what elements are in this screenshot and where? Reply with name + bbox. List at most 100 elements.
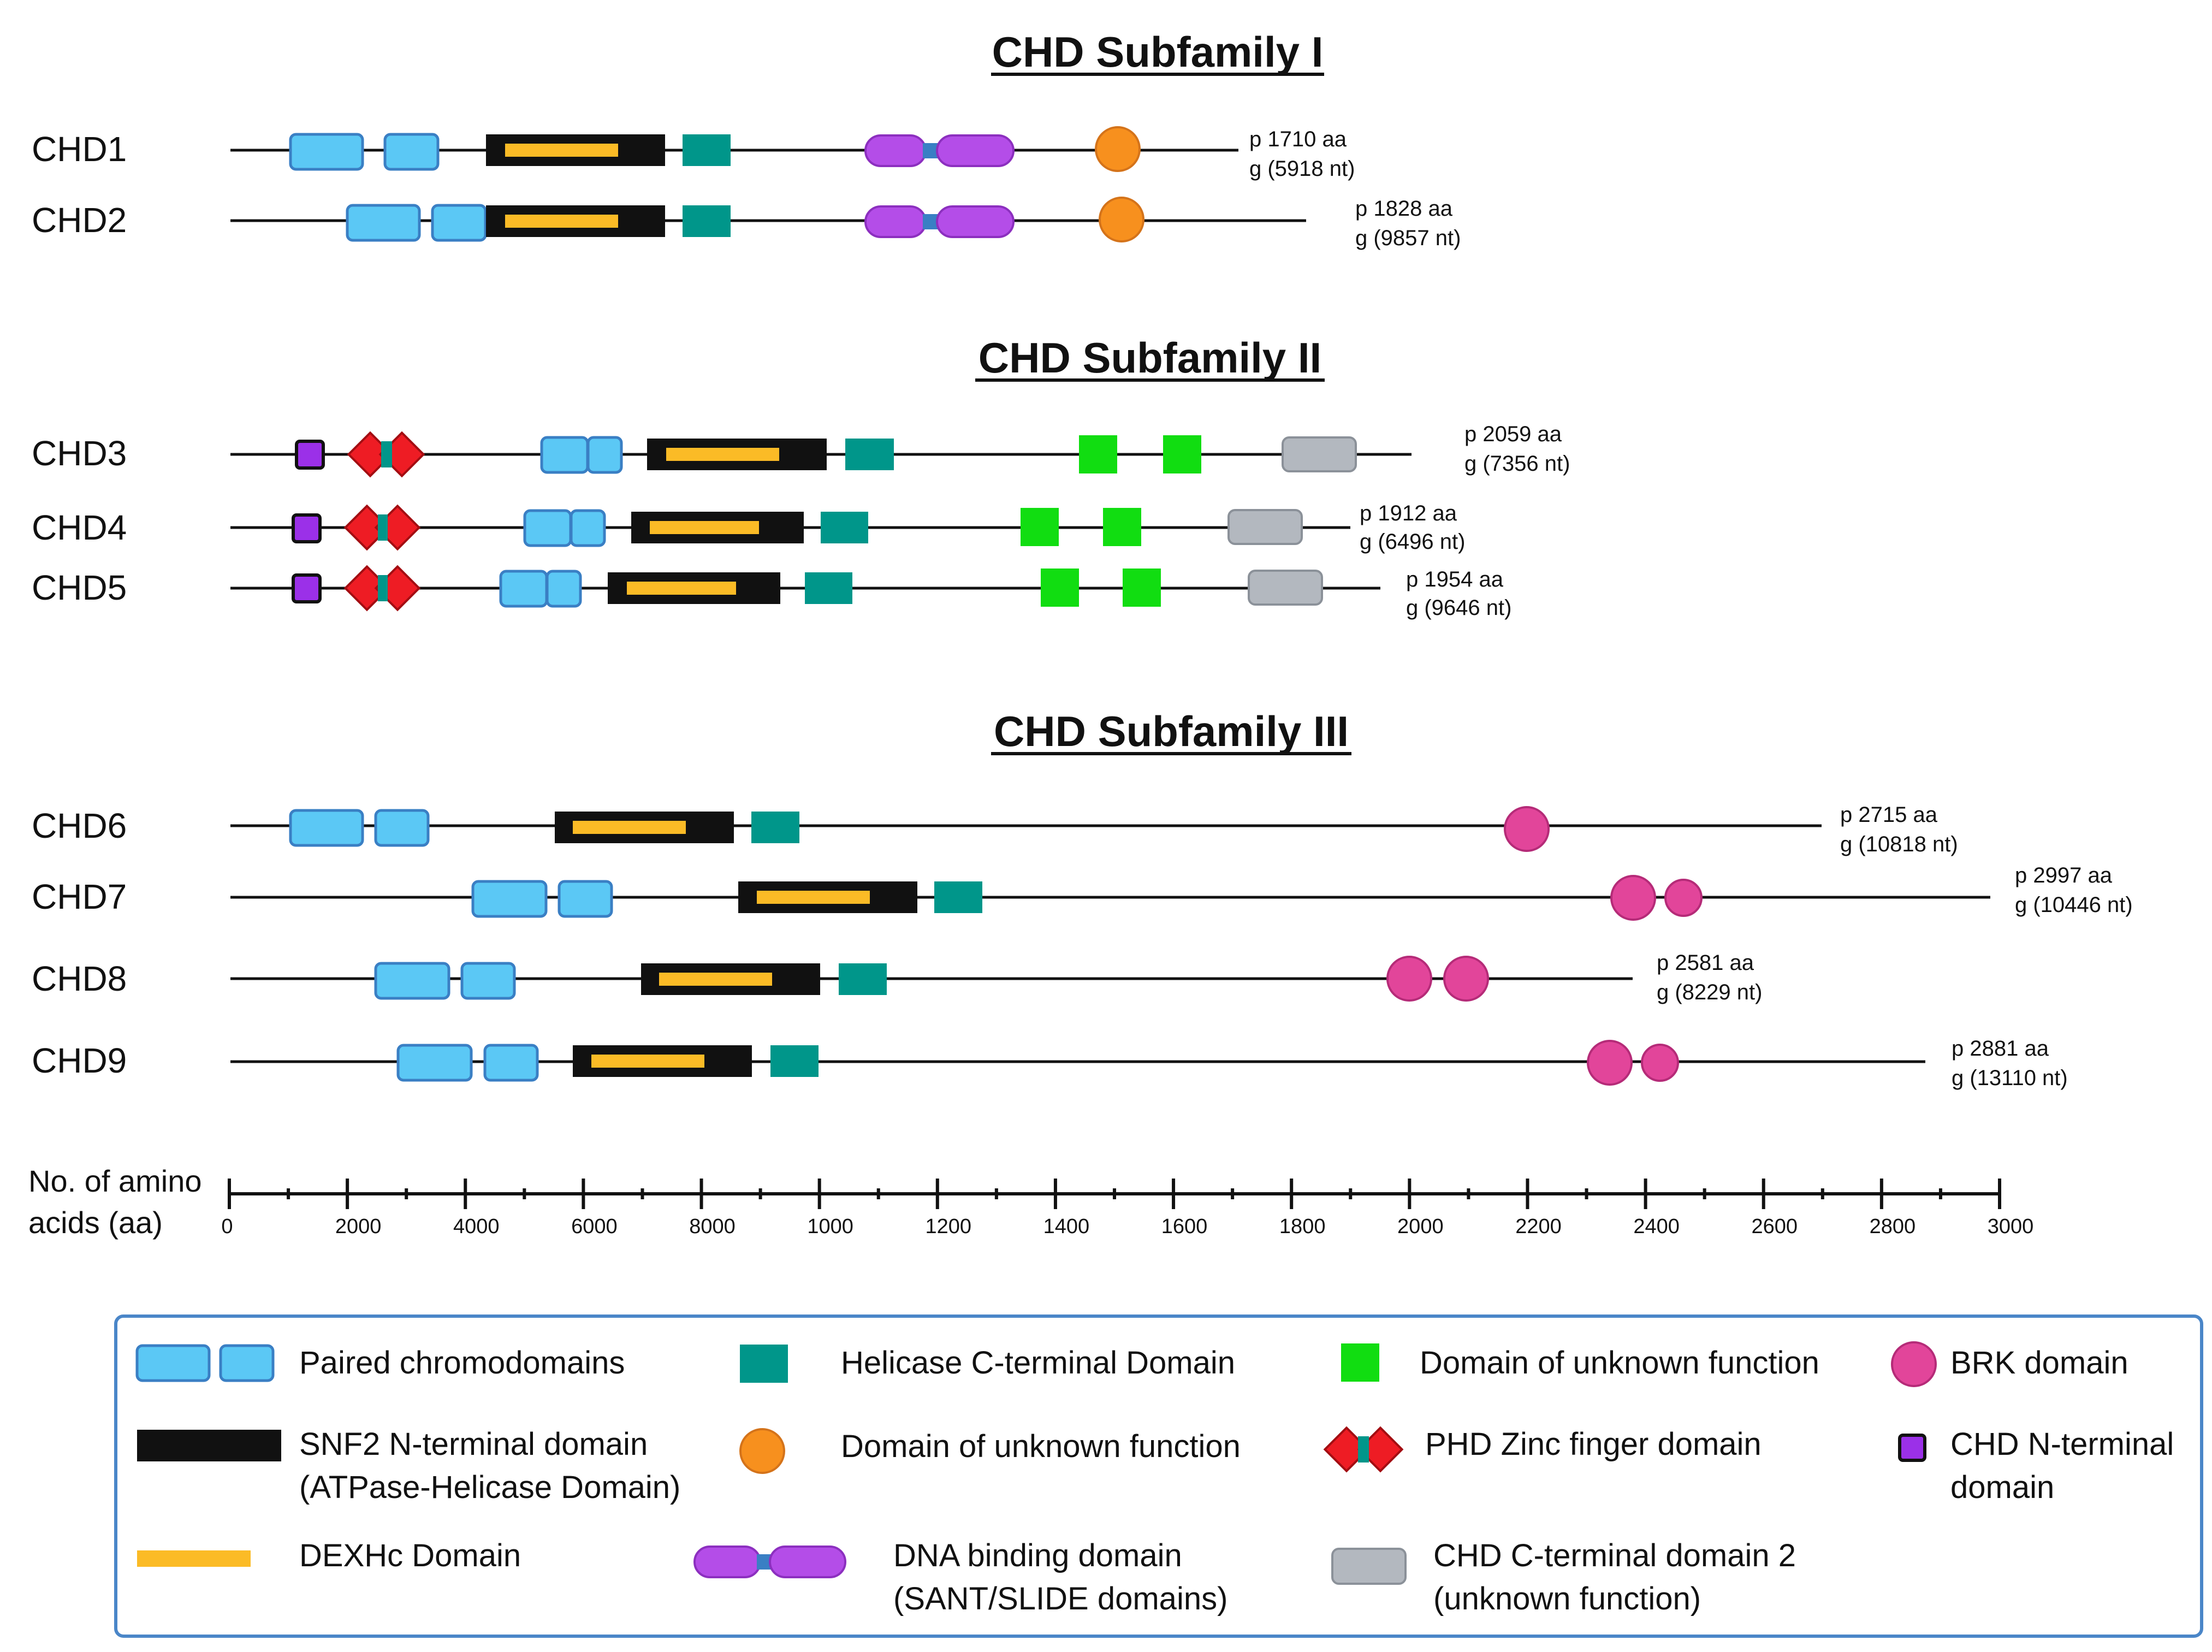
- subfamily-title-iii: CHD Subfamily III: [994, 707, 1349, 755]
- unknown-function-square: [1163, 435, 1201, 473]
- brk-domain-icon: [1891, 1341, 1937, 1387]
- protein-name: CHD1: [32, 129, 127, 169]
- protein-length: p 2715 aa: [1840, 803, 1938, 827]
- brk-domain: [1641, 1044, 1679, 1082]
- legend-label: (SANT/SLIDE domains): [893, 1581, 1227, 1617]
- protein-length: p 2581 aa: [1657, 951, 1754, 975]
- axis-tick-label: 2800: [1870, 1215, 1916, 1238]
- chromodomain: [570, 509, 606, 547]
- gene-length: g (6496 nt): [1360, 530, 1465, 554]
- legend-label: Paired chromodomains: [299, 1345, 625, 1381]
- protein-row-chd2: CHD2 p 1828 aa g (9857 nt): [32, 197, 1461, 250]
- dexhc-domain: [757, 891, 870, 904]
- protein-length: p 1710 aa: [1249, 127, 1347, 151]
- helicase-c-domain: [751, 812, 799, 843]
- protein-name: CHD8: [32, 959, 127, 998]
- chromodomain: [396, 1044, 473, 1082]
- gene-length: g (13110 nt): [1952, 1066, 2068, 1090]
- axis-tick-label: 1200: [926, 1215, 972, 1238]
- gene-length: g (10818 nt): [1840, 832, 1958, 856]
- protein-length: p 2881 aa: [1952, 1037, 2049, 1061]
- slide-domain: [936, 205, 1015, 238]
- protein-length: p 2059 aa: [1464, 422, 1562, 446]
- chd-c-terminal-domain-2: [1227, 509, 1303, 545]
- brk-domain: [1443, 956, 1489, 1002]
- chd-n-terminal-domain: [292, 573, 322, 603]
- legend-label: PHD Zinc finger domain: [1425, 1426, 1762, 1462]
- helicase-c-domain: [683, 134, 731, 166]
- gene-length: g (9646 nt): [1406, 596, 1511, 620]
- chromodomain: [460, 962, 516, 1000]
- axis-tick-label: 2600: [1751, 1215, 1798, 1238]
- unknown-function-square: [1103, 508, 1141, 546]
- unknown-function-square-icon: [1341, 1343, 1379, 1382]
- unknown-function-square: [1041, 569, 1079, 607]
- legend-label: domain: [1950, 1470, 2054, 1505]
- snf2-n-terminal-icon: [137, 1430, 281, 1461]
- axis-tick-label: 1000: [807, 1215, 853, 1238]
- axis-tick-label: 3000: [1988, 1215, 2034, 1238]
- axis-label-line1: No. of amino: [28, 1164, 202, 1198]
- dexhc-domain: [627, 582, 736, 595]
- helicase-c-domain: [805, 572, 852, 604]
- legend-label: Domain of unknown function: [841, 1429, 1241, 1464]
- brk-domain: [1610, 875, 1656, 921]
- chromodomain: [499, 570, 548, 608]
- protein-row-chd5: CHD5 p 1954 aa g (9646 nt): [32, 565, 1511, 620]
- gene-length: g (10446 nt): [2015, 893, 2133, 917]
- phd-zinc-finger-linker: [378, 514, 388, 541]
- legend-label: DEXHc Domain: [299, 1538, 521, 1573]
- phd-zinc-finger-linker: [381, 441, 392, 467]
- helicase-c-domain: [821, 512, 868, 543]
- protein-name: CHD7: [32, 877, 127, 916]
- axis-tick-label: 8000: [689, 1215, 736, 1238]
- unknown-function-circle-icon: [739, 1428, 785, 1474]
- protein-name: CHD2: [32, 200, 127, 240]
- brk-domain: [1664, 879, 1703, 917]
- helicase-c-domain: [934, 881, 982, 913]
- chromodomain: [483, 1044, 539, 1082]
- slide-domain: [936, 134, 1015, 167]
- legend-label: CHD N-terminal: [1950, 1426, 2174, 1462]
- brk-domain: [1587, 1040, 1633, 1086]
- legend-label: DNA binding domain: [893, 1538, 1182, 1573]
- chd-c-terminal-domain-2: [1282, 436, 1357, 472]
- legend-label: BRK domain: [1950, 1345, 2128, 1381]
- phd-zinc-finger-linker: [378, 575, 388, 601]
- chromodomain: [289, 809, 364, 847]
- protein-row-chd4: CHD4 p 1912 aa g (6496 nt): [32, 501, 1465, 554]
- gene-length: g (9857 nt): [1355, 226, 1461, 250]
- subfamily-title-ii: CHD Subfamily II: [979, 334, 1321, 382]
- phd-zinc-finger: [347, 431, 394, 478]
- chromodomain: [523, 509, 572, 547]
- dexhc-domain: [505, 215, 618, 228]
- chd-c-terminal-domain-2: [1248, 570, 1323, 606]
- axis-tick-label: 2000: [1397, 1215, 1444, 1238]
- phd-zinc-finger: [343, 565, 390, 612]
- axis-tick-label: 2400: [1633, 1215, 1680, 1238]
- chromodomain: [374, 962, 450, 1000]
- protein-row-chd7: CHD7 p 2997 aa g (10446 nt): [32, 863, 2133, 921]
- axis-tick-label: 4000: [453, 1215, 500, 1238]
- helicase-c-domain: [839, 963, 887, 995]
- protein-row-chd3: CHD3 p 2059 aa g (7356 nt): [32, 422, 1570, 478]
- dexhc-domain: [659, 973, 772, 986]
- sant-domain: [864, 205, 927, 238]
- dexhc-domain: [573, 821, 686, 834]
- protein-name: CHD4: [32, 508, 127, 547]
- helicase-c-domain: [845, 439, 894, 470]
- protein-name: CHD5: [32, 568, 127, 607]
- protein-name: CHD6: [32, 806, 127, 845]
- gene-length: g (8229 nt): [1657, 980, 1762, 1004]
- dna-binding-icon: [693, 1546, 846, 1578]
- paired-chromodomains-icon: [135, 1344, 211, 1382]
- helicase-c-domain: [770, 1045, 819, 1077]
- protein-name: CHD3: [32, 434, 127, 473]
- chromodomain: [540, 436, 589, 474]
- legend-frame: [114, 1315, 2203, 1638]
- axis-tick-label: 1800: [1279, 1215, 1326, 1238]
- protein-length: p 1954 aa: [1406, 567, 1504, 591]
- gene-length: g (5918 nt): [1249, 157, 1355, 181]
- axis-tick-label: 2200: [1515, 1215, 1562, 1238]
